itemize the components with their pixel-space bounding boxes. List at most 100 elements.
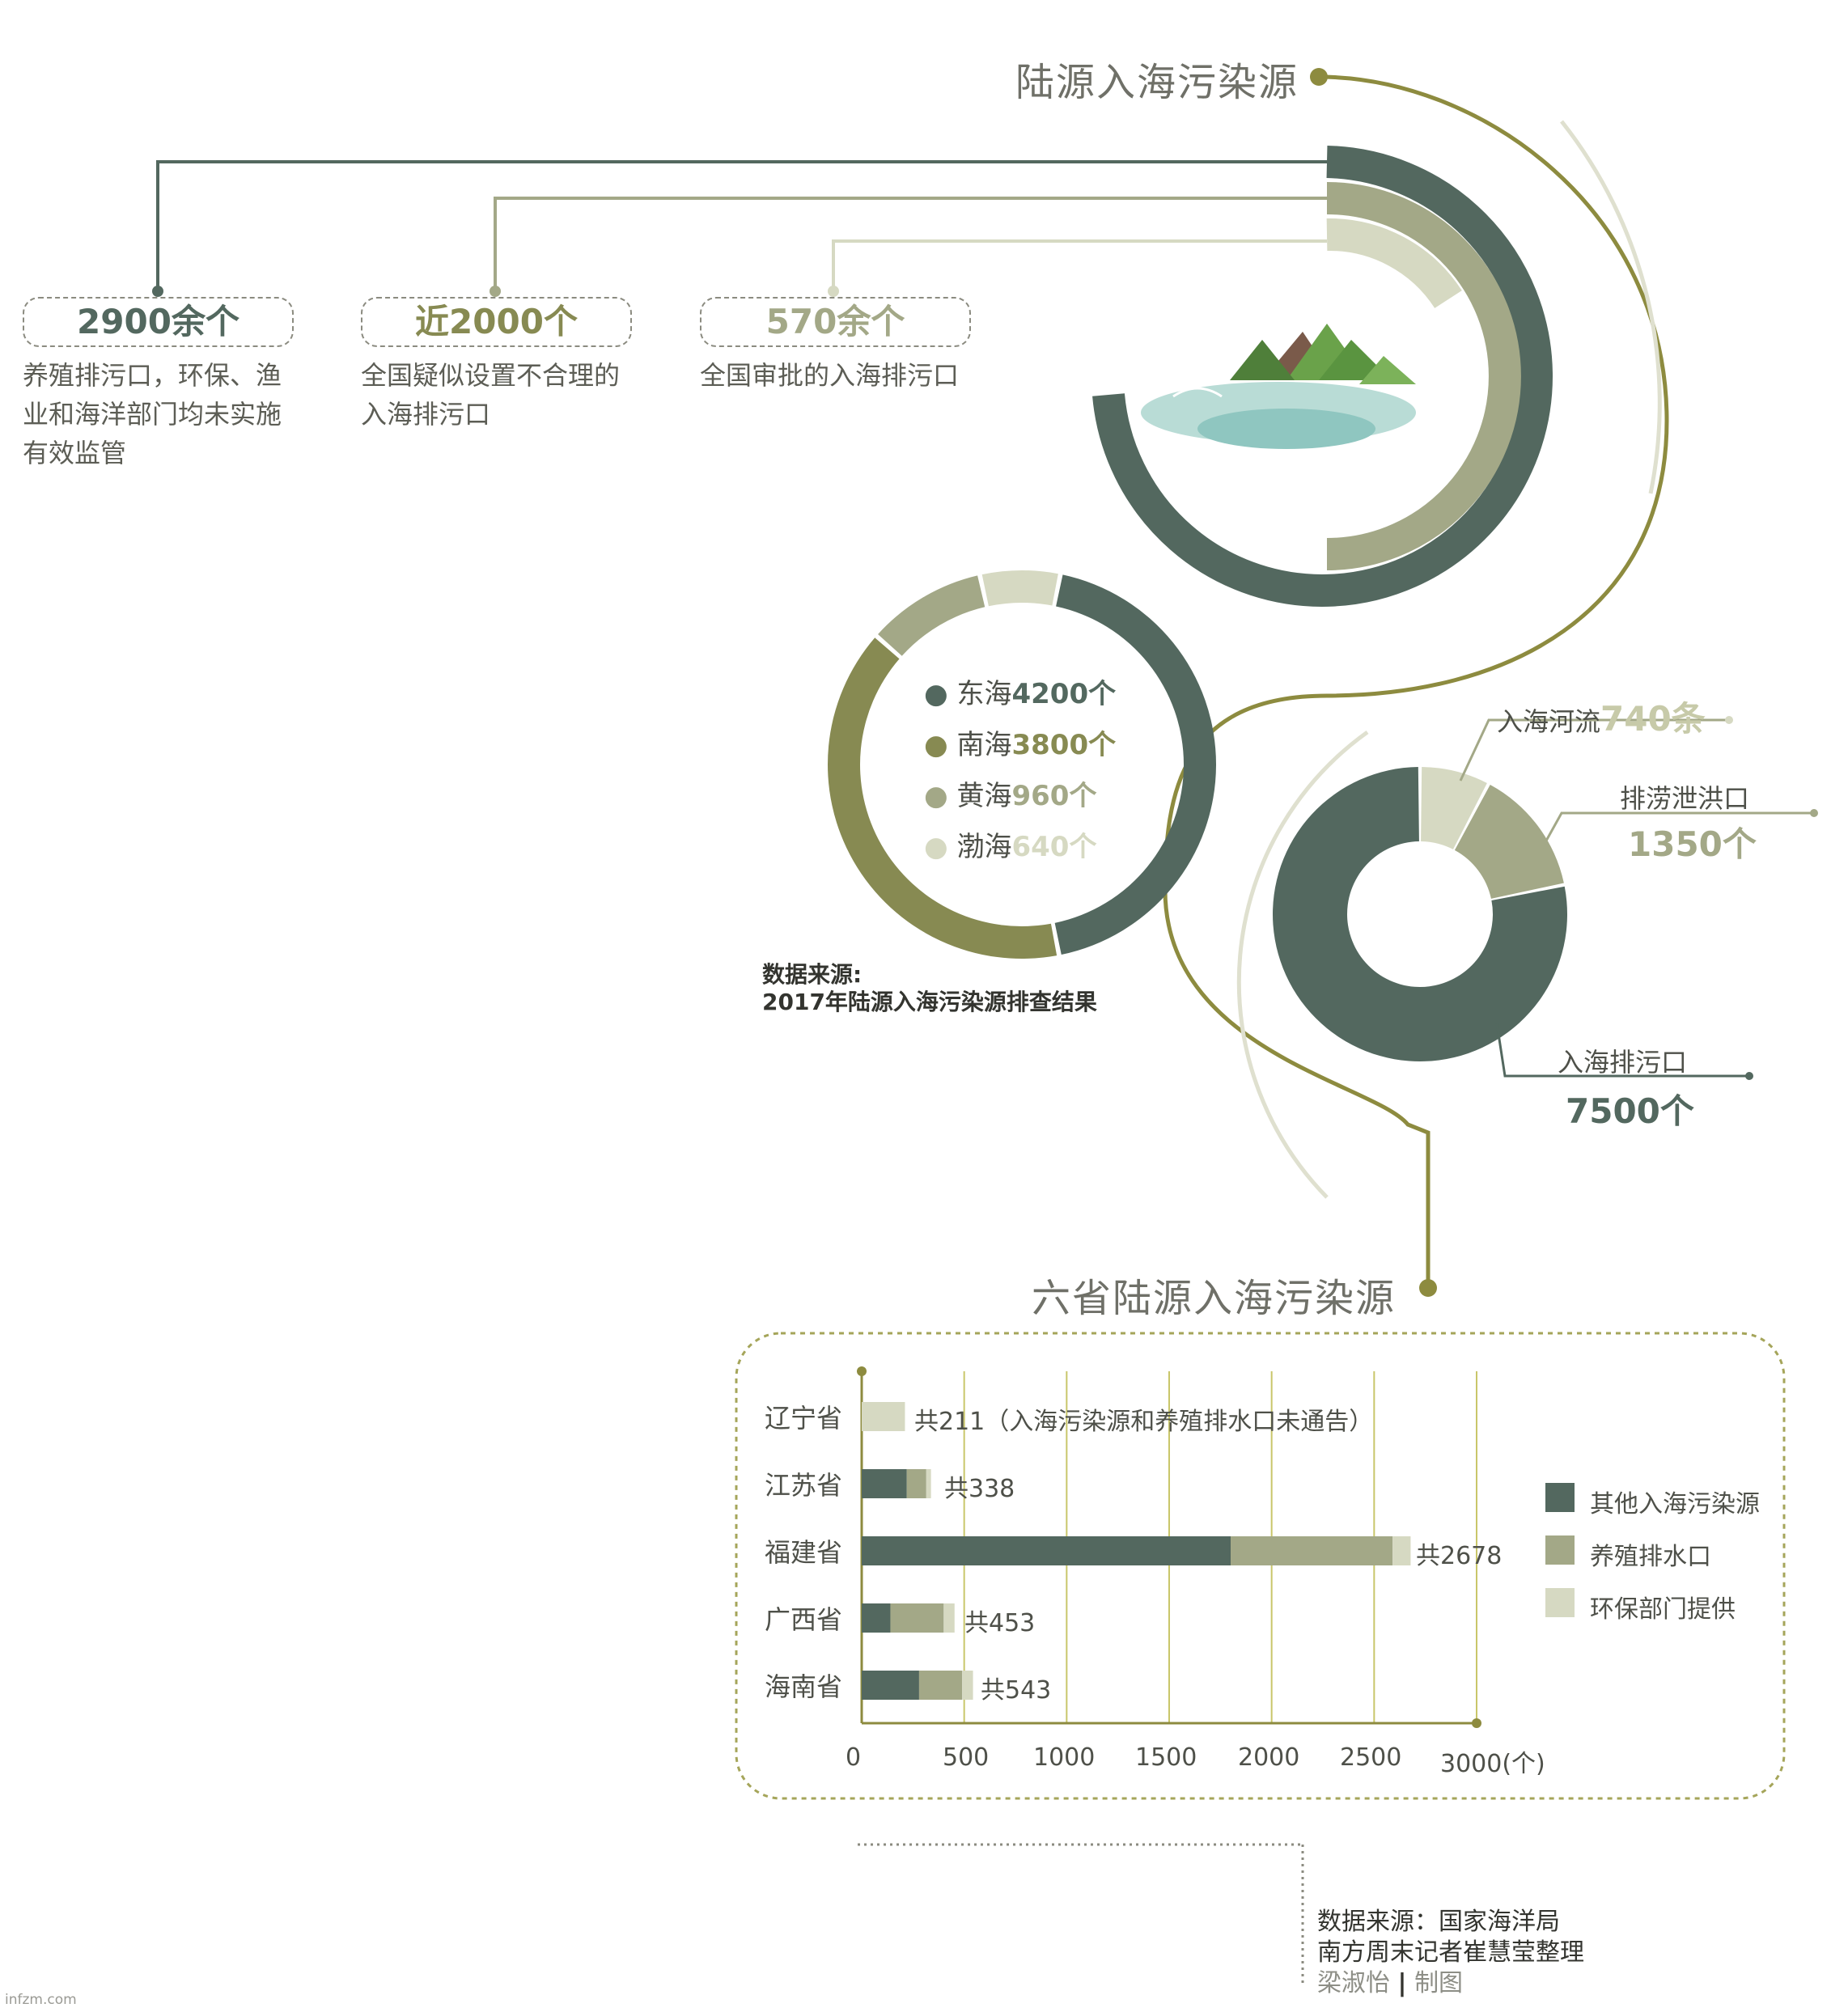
total-hainan: 共543 — [981, 1676, 1052, 1705]
leader-dot-2000 — [490, 286, 501, 297]
leader-dot-rivers — [1725, 716, 1733, 724]
leader-2000 — [494, 197, 1327, 291]
sea-name: 东海 — [956, 678, 1012, 710]
sea-source-label: 数据来源: — [762, 961, 863, 988]
callout-value-2900: 2900余个 — [23, 297, 294, 347]
leader-dot-outfall — [1745, 1072, 1753, 1080]
total-jiangsu: 共338 — [944, 1475, 1015, 1503]
footer-reporter: 南方周末记者崔慧莹整理 — [1317, 1938, 1584, 1967]
bar-2-2 — [1392, 1536, 1411, 1565]
legend-swatch-env — [1545, 1588, 1575, 1617]
chart-panel-frame — [735, 1332, 1786, 1800]
rivers-label-text: 入海河流 — [1497, 706, 1601, 737]
xtick-500: 500 — [943, 1743, 990, 1772]
section2-title: 六省陆源入海污染源 — [1032, 1276, 1397, 1321]
connector-dot-top — [1310, 68, 1328, 86]
province-label-hainan: 海南省 — [765, 1671, 843, 1702]
type-slice-1 — [1454, 785, 1564, 899]
outfall-value: 7500个 — [1566, 1091, 1694, 1131]
sea-slice-3 — [981, 570, 1058, 607]
callout-value-2000: 近2000个 — [361, 297, 632, 347]
bar-chart — [857, 1366, 1481, 1728]
legend-dot-icon: ● — [924, 678, 948, 710]
sea-value: 3800个 — [1011, 729, 1117, 761]
bar-1-1 — [906, 1469, 926, 1498]
footer-source: 数据来源：国家海洋局 — [1317, 1908, 1560, 1936]
bar-4-2 — [962, 1671, 973, 1700]
sea-name: 黄海 — [956, 780, 1012, 812]
province-label-guangxi: 广西省 — [765, 1604, 843, 1635]
bar-1-0 — [862, 1469, 907, 1498]
bar-3-0 — [862, 1603, 891, 1633]
sea-slice-1 — [828, 637, 1058, 959]
sea-slice-2 — [878, 575, 985, 656]
sea-source: 数据来源: 2017年陆源入海污染源排查结果 — [762, 961, 1097, 1016]
rivers-value: 740条 — [1600, 699, 1706, 739]
legend-swatch-aquaculture — [1545, 1535, 1575, 1565]
watermark: infzm.com — [5, 1992, 77, 2008]
bar-0-2 — [862, 1402, 905, 1431]
province-label-liaoning: 辽宁省 — [765, 1403, 843, 1434]
deco-arc-right — [1560, 120, 1662, 494]
outfall-label: 入海排污口 — [1558, 1047, 1688, 1078]
leader-drain — [1540, 811, 1812, 850]
ring-2000 — [1326, 182, 1521, 570]
sea-source-text: 2017年陆源入海污染源排查结果 — [762, 989, 1097, 1015]
total-guangxi: 共453 — [964, 1609, 1036, 1637]
bar-4-1 — [918, 1671, 963, 1700]
ring-570 — [1326, 218, 1462, 309]
xtick-0: 0 — [846, 1743, 862, 1772]
type-slice-0 — [1421, 767, 1487, 849]
xtick-1000: 1000 — [1033, 1743, 1096, 1772]
sea-legend-east: ● 东海4200个 — [924, 671, 1116, 711]
sea-legend-south: ● 南海3800个 — [924, 722, 1116, 762]
province-label-fujian: 福建省 — [765, 1537, 843, 1568]
sea-name: 渤海 — [956, 831, 1012, 863]
legend-dot-icon: ● — [924, 831, 948, 863]
xtick-2000: 2000 — [1238, 1743, 1300, 1772]
page-title: 陆源入海污染源 — [1015, 60, 1299, 105]
legend-dot-icon: ● — [924, 780, 948, 812]
drain-value: 1350个 — [1628, 824, 1757, 864]
xtick-3000: 3000(个) — [1440, 1750, 1545, 1778]
sea-value: 640个 — [1011, 831, 1097, 863]
bar-2-1 — [1231, 1536, 1393, 1565]
total-fujian: 共2678 — [1416, 1542, 1503, 1570]
xtick-2500: 2500 — [1340, 1743, 1402, 1772]
sea-legend-yellow: ● 黄海960个 — [924, 773, 1096, 813]
donut-seas — [828, 570, 1216, 959]
province-label-jiangsu: 江苏省 — [765, 1470, 843, 1501]
bar-2-0 — [862, 1536, 1231, 1565]
island-illustration — [1141, 324, 1416, 449]
leader-570 — [832, 239, 1327, 291]
leader-dot-drain — [1810, 809, 1818, 817]
callout-desc-570: 全国审批的入海排污口 — [700, 360, 960, 391]
footer-designer: 梁淑怡 | 制图 — [1317, 1969, 1463, 1998]
bar-3-2 — [943, 1603, 955, 1633]
leader-rivers — [1459, 718, 1727, 782]
bar-1-2 — [926, 1469, 931, 1498]
legend-label-env: 环保部门提供 — [1590, 1595, 1736, 1624]
type-slice-2 — [1273, 767, 1567, 1062]
divider-icon: | — [1397, 1969, 1407, 1997]
donut-types — [1273, 767, 1567, 1062]
connector-curve — [1163, 74, 1669, 1286]
leader-outfall — [1495, 1023, 1748, 1078]
designer-suffix: 制图 — [1414, 1969, 1464, 1997]
leader-dot-2900 — [152, 286, 163, 297]
callout-value-570: 570余个 — [700, 297, 971, 347]
sea-legend-bohai: ● 渤海640个 — [924, 824, 1096, 864]
connector-dot-bottom — [1419, 1279, 1437, 1297]
legend-label-other: 其他入海污染源 — [1590, 1490, 1760, 1519]
legend-dot-icon: ● — [924, 729, 948, 761]
xtick-1500: 1500 — [1135, 1743, 1197, 1772]
ring-2900 — [1092, 146, 1553, 607]
bar-3-1 — [890, 1603, 944, 1633]
leader-2900 — [156, 160, 1327, 291]
leader-dot-570 — [828, 286, 839, 297]
x-axis-end-dot — [1472, 1718, 1481, 1728]
bar-4-0 — [862, 1671, 919, 1700]
sea-slice-0 — [1054, 574, 1216, 955]
legend-label-aquaculture: 养殖排水口 — [1590, 1543, 1711, 1571]
